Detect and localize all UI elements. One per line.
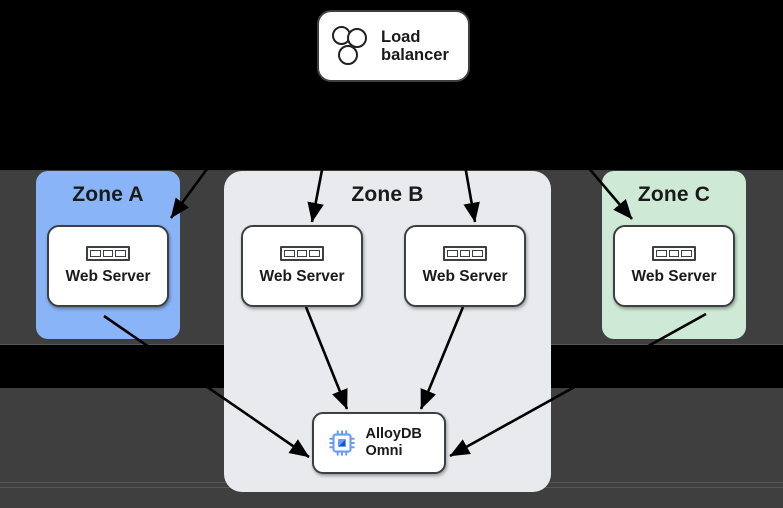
- web-server-c1-label: Web Server: [631, 268, 717, 286]
- web-server-b2-node[interactable]: Web Server: [404, 225, 526, 307]
- load-balancer-label: Load balancer: [381, 27, 449, 64]
- zone-a-title: Zone A: [72, 183, 144, 206]
- web-server-a1-label: Web Server: [65, 268, 151, 286]
- web-server-b1-label: Web Server: [259, 268, 345, 286]
- web-server-a1-node[interactable]: Web Server: [47, 225, 169, 307]
- web-server-c1-node[interactable]: Web Server: [613, 225, 735, 307]
- server-rack-icon: [652, 246, 696, 262]
- zone-c-title: Zone C: [637, 183, 711, 206]
- alloydb-omni-label: AlloyDB Omni: [365, 425, 422, 459]
- cpu-chip-icon: [328, 430, 355, 456]
- background-hairline-upper: [0, 170, 783, 171]
- load-balancer-node[interactable]: Load balancer: [317, 10, 470, 82]
- load-balancer-circles-icon: [332, 26, 370, 66]
- web-server-b2-label: Web Server: [422, 268, 508, 286]
- server-rack-icon: [280, 246, 324, 262]
- zone-b-title: Zone B: [351, 183, 424, 206]
- server-rack-icon: [443, 246, 487, 262]
- web-server-b1-node[interactable]: Web Server: [241, 225, 363, 307]
- alloydb-omni-node[interactable]: AlloyDB Omni: [312, 412, 446, 474]
- server-rack-icon: [86, 246, 130, 262]
